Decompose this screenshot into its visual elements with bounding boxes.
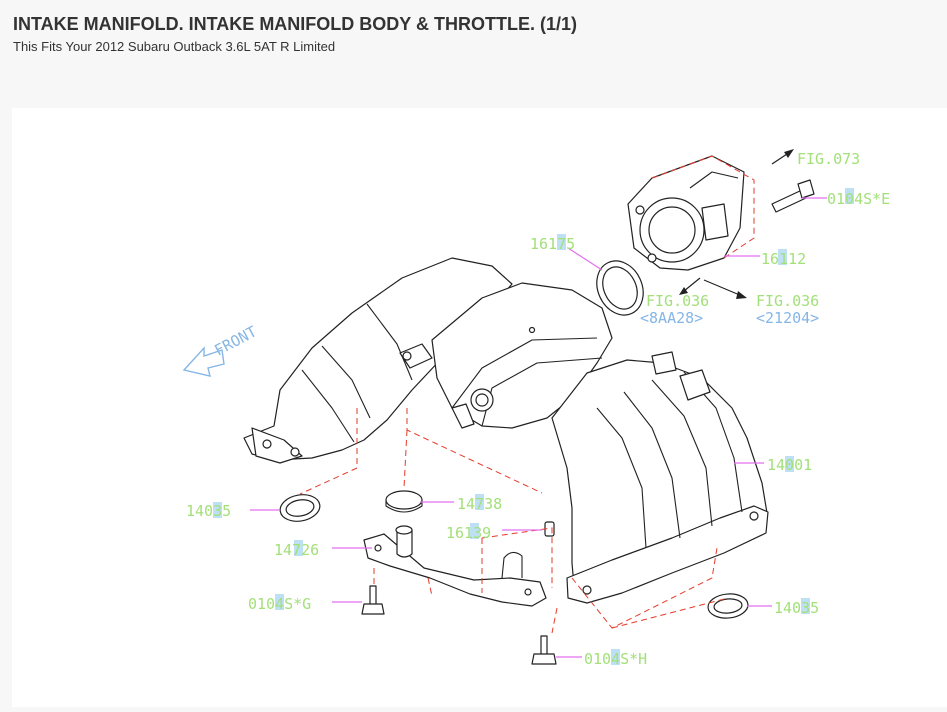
page-title: INTAKE MANIFOLD. INTAKE MANIFOLD BODY & … (13, 14, 577, 34)
throttle-dash-box (651, 155, 755, 259)
callout-highlight (213, 502, 222, 518)
callout-throttle-16112[interactable]: 16112 (761, 250, 806, 268)
callout-bolt-0104s-g[interactable]: 0104S*G (248, 595, 311, 613)
intake-manifold-drawing (243, 257, 769, 604)
vehicle-fitment-subtitle: This Fits Your 2012 Subaru Outback 3.6L … (13, 39, 336, 54)
callout-highlight (470, 523, 479, 539)
callout-highlight (275, 594, 284, 610)
callout-highlight (845, 188, 854, 204)
callout-highlight (785, 456, 794, 472)
callout-gasket-16175[interactable]: 16175 (530, 235, 575, 253)
callout-bolt-0104s-e[interactable]: 0104S*E (827, 190, 890, 208)
callout-fig-073[interactable]: FIG.073 (797, 150, 860, 168)
callout-highlight (801, 598, 810, 614)
seal-14738-drawing (385, 490, 423, 513)
bolt-h-drawing (531, 635, 557, 665)
callout-fig-036-a[interactable]: FIG.036 (646, 292, 709, 310)
callout-fig-036-b-code[interactable]: <21204> (756, 309, 819, 327)
bolt-e-drawing (771, 179, 815, 213)
gasket-14035-left-drawing (279, 494, 321, 522)
callout-highlight (611, 649, 620, 665)
callout-highlight (778, 249, 787, 265)
callout-fig-036-a-code[interactable]: <8AA28> (640, 309, 703, 327)
callout-fig-036-b[interactable]: FIG.036 (756, 292, 819, 310)
front-label: FRONT (211, 322, 259, 359)
bolt-g-drawing (361, 585, 385, 615)
callout-highlight (475, 494, 484, 510)
gasket-14035-right-drawing (707, 593, 749, 619)
callout-highlight (557, 234, 566, 250)
callout-manifold-14001[interactable]: 14001 (767, 456, 812, 474)
callout-gasket-14035-left[interactable]: 14035 (186, 502, 231, 520)
alignment-dash-lines (299, 408, 729, 634)
front-direction-indicator: FRONT (182, 322, 260, 377)
throttle-body-drawing (627, 155, 745, 271)
callout-bolt-0104s-h[interactable]: 0104S*H (584, 650, 647, 668)
throttle-gasket-drawing (596, 260, 644, 316)
callout-seal-14738[interactable]: 14738 (457, 495, 502, 513)
callout-gasket-14035-right[interactable]: 14035 (774, 599, 819, 617)
figure-reference-arrows (679, 149, 794, 299)
parts-diagram: FRONT FIG.073 0104S*E 16175 16112 FIG.03… (12, 108, 947, 707)
leader-lines (250, 197, 827, 658)
callout-cap-16139[interactable]: 16139 (446, 524, 491, 542)
callout-plate-14726[interactable]: 14726 (274, 541, 319, 559)
plate-14726-drawing (363, 525, 547, 607)
callout-highlight (294, 540, 303, 556)
